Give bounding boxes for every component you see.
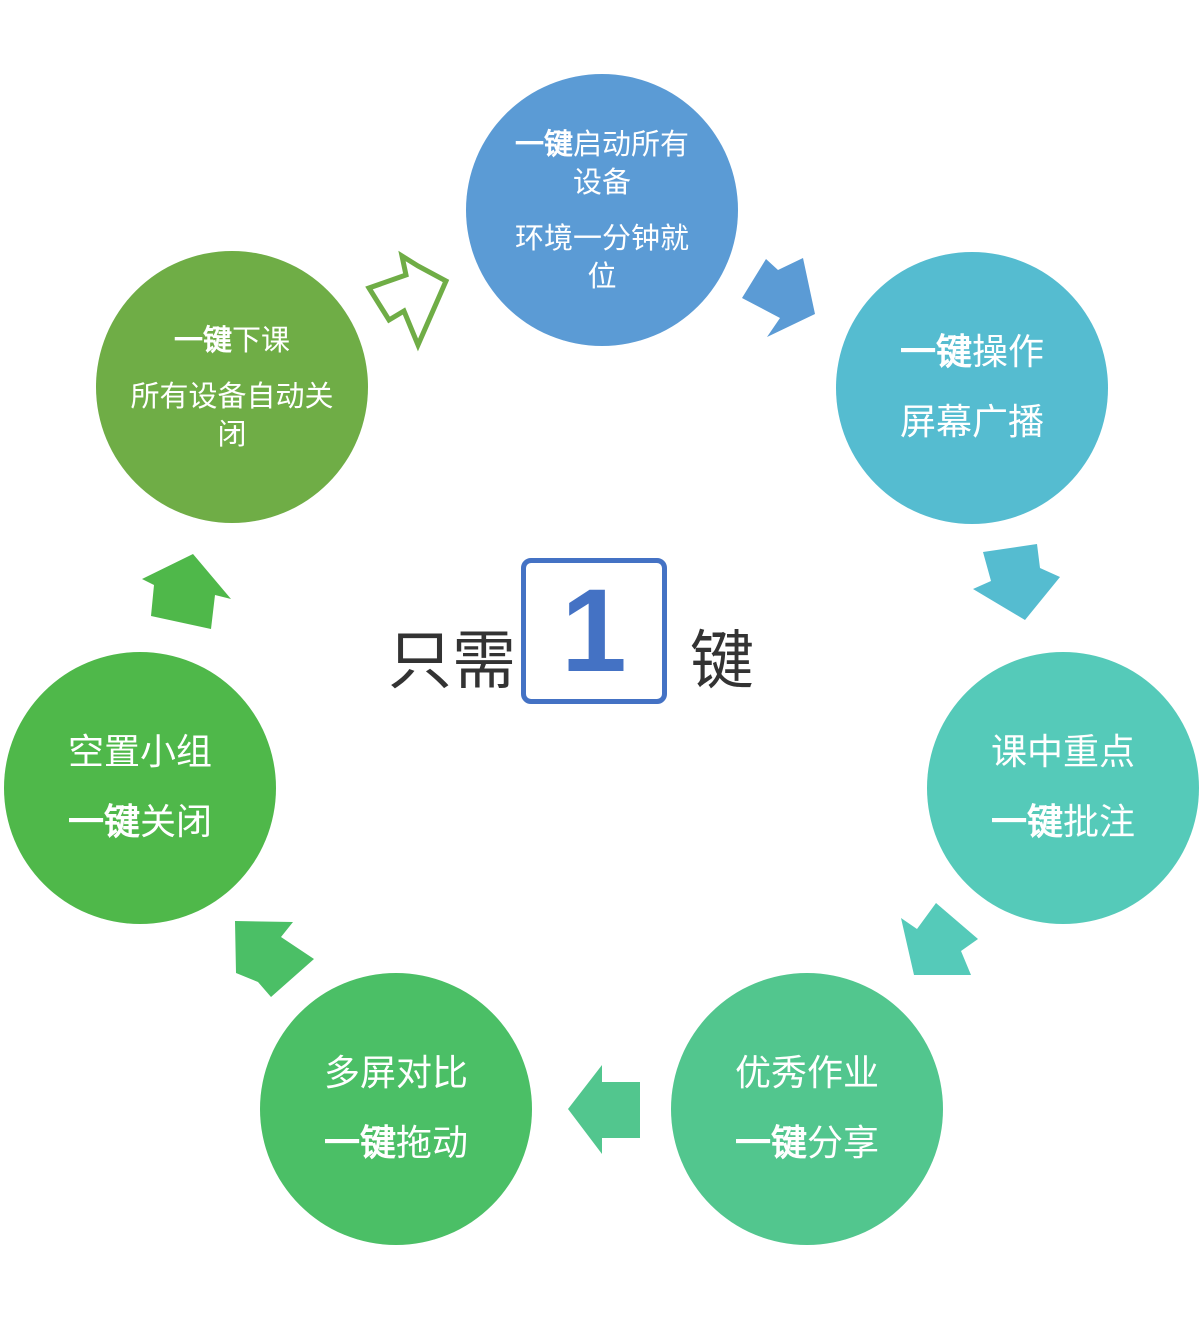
step-circle-screen-broadcast: 一键操作 屏幕广播 — [836, 252, 1108, 524]
step-circle-start-devices: 一键启动所有设备 环境一分钟就位 — [466, 74, 738, 346]
step-1-subtitle: 环境一分钟就位 — [514, 221, 689, 293]
step-3-action: 一键批注 — [990, 802, 1136, 843]
step-circle-multi-screen: 多屏对比 一键拖动 — [260, 973, 532, 1245]
arrow-icon-step3-to-step4 — [901, 903, 978, 975]
step-circle-idle-group: 空置小组 一键关闭 — [4, 652, 276, 924]
step-6-title: 空置小组 — [67, 732, 212, 773]
step-circle-end-class: 一键下课 所有设备自动关闭 — [96, 251, 368, 523]
step-3-title: 课中重点 — [990, 732, 1135, 773]
step-circle-share-work: 优秀作业 一键分享 — [671, 973, 943, 1245]
arrow-icon-step2-to-step3 — [973, 544, 1060, 620]
step-6-action: 一键关闭 — [67, 802, 213, 843]
center-prefix-text: 只需 — [388, 625, 516, 699]
step-4-action: 一键分享 — [734, 1123, 880, 1164]
arrow-icon-step5-to-step6 — [235, 921, 314, 997]
arrow-icon-step4-to-step5 — [568, 1065, 640, 1154]
key-box: 1 — [521, 558, 667, 704]
step-5-action: 一键拖动 — [323, 1123, 469, 1164]
arrow-icon-step7-to-step1 — [365, 250, 450, 352]
step-4-title: 优秀作业 — [734, 1053, 879, 1094]
step-7-title: 一键下课 — [173, 323, 291, 357]
step-circle-annotate: 课中重点 一键批注 — [927, 652, 1199, 924]
step-5-title: 多屏对比 — [323, 1053, 468, 1094]
center-suffix-text: 键 — [690, 625, 754, 699]
step-2-subtitle: 屏幕广播 — [899, 402, 1044, 443]
step-2-title: 一键操作 — [899, 332, 1045, 373]
arrow-icon-step6-to-step7 — [142, 554, 231, 629]
step-7-subtitle: 所有设备自动关闭 — [130, 379, 334, 451]
step-1-title: 一键启动所有设备 — [514, 127, 690, 199]
arrow-icon-step1-to-step2 — [742, 258, 815, 337]
key-digit: 1 — [561, 565, 627, 697]
